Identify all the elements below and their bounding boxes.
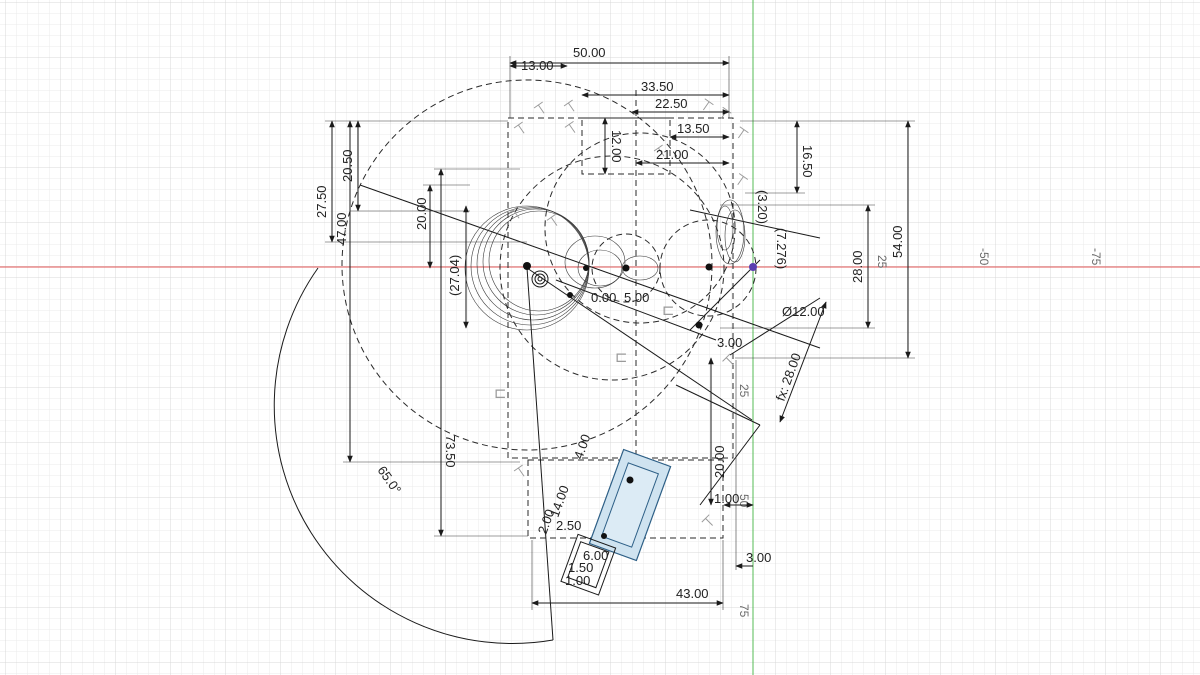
- dim-28[interactable]: 28.00: [850, 250, 865, 283]
- dense-cluster-center: [564, 235, 626, 289]
- profile-fill-inner: [600, 462, 660, 548]
- point-right-center[interactable]: [705, 263, 713, 271]
- small-rect-b: [567, 541, 610, 589]
- dim-13[interactable]: 13.00: [521, 58, 554, 73]
- dim-54[interactable]: 54.00: [890, 225, 905, 258]
- dim-1-5[interactable]: 1.50: [568, 560, 593, 575]
- dim-22-5[interactable]: 22.50: [655, 96, 688, 111]
- axis-label-h-25: 25: [875, 255, 889, 269]
- small-spiral-a: [531, 270, 549, 288]
- small-spiral-b: [534, 273, 546, 285]
- point-origin[interactable]: [749, 263, 757, 271]
- dim-7-276[interactable]: (7.276): [774, 228, 789, 269]
- dim-43[interactable]: 43.00: [676, 586, 709, 601]
- dim-0-00[interactable]: 0.00: [591, 290, 616, 305]
- lower-small-rects: [560, 533, 617, 596]
- dim-1-low[interactable]: 1.00: [565, 573, 590, 588]
- point-center-dot[interactable]: [583, 265, 589, 271]
- dim-3-bottom[interactable]: 3.00: [746, 550, 771, 565]
- diagonal-line-lower: [526, 267, 753, 421]
- small-spiral-c: [537, 276, 543, 282]
- constraint-icon[interactable]: ⊏: [662, 301, 675, 319]
- dim-2-5[interactable]: 2.50: [556, 518, 581, 533]
- dimension-texts: 50.00 13.00 33.50 22.50 13.50 21.00 12.0…: [314, 45, 905, 601]
- slot-line-a: [689, 209, 821, 239]
- point-left-center[interactable]: [523, 262, 531, 270]
- small-rect-a: [560, 533, 617, 596]
- point-lower[interactable]: [695, 321, 703, 329]
- axis-label-v-25: 25: [737, 384, 751, 398]
- coil-circle-inner: [488, 210, 590, 312]
- fx-dim-line: [689, 259, 761, 331]
- point-mid-center[interactable]: [622, 264, 630, 272]
- angle-arc-65: [273, 267, 554, 644]
- lower-leg-a: [675, 384, 761, 426]
- selected-profile[interactable]: [588, 448, 672, 562]
- upper-dashed-rect: [507, 117, 734, 459]
- axis-label-h-75: -75: [1089, 248, 1103, 266]
- dim-20-5[interactable]: 20.50: [340, 149, 355, 182]
- dim-3-2[interactable]: (3.20): [755, 190, 770, 224]
- dim-50[interactable]: 50.00: [573, 45, 606, 60]
- dim-20-right[interactable]: 20.00: [712, 445, 727, 478]
- constraint-icon[interactable]: ⊏: [615, 348, 628, 366]
- mid-construction-circle: [499, 155, 725, 381]
- dim-27-5[interactable]: 27.50: [314, 185, 329, 218]
- top-small-dashed-rect: [581, 117, 671, 175]
- dim-13-5[interactable]: 13.50: [677, 121, 710, 136]
- dense-cluster-right-3: [716, 205, 734, 251]
- dim-12[interactable]: 12.00: [609, 130, 624, 163]
- dense-cluster-center-3: [621, 255, 659, 281]
- point-bottom-left[interactable]: [601, 533, 607, 539]
- dim-1-right[interactable]: 1.00: [714, 491, 739, 506]
- dim-21[interactable]: 21.00: [656, 147, 689, 162]
- dim-line-fx28: [779, 301, 827, 423]
- dim-diameter-12[interactable]: Ø12.00: [782, 304, 825, 319]
- dimension-lines: [325, 56, 915, 610]
- dim-27-04[interactable]: (27.04): [447, 255, 462, 296]
- dim-5-mid[interactable]: 5.00: [624, 290, 649, 305]
- dim-73-5[interactable]: 73.50: [443, 435, 458, 468]
- dim-33-5[interactable]: 33.50: [641, 79, 674, 94]
- point-bottom[interactable]: [626, 476, 634, 484]
- axis-label-h-50: -50: [977, 248, 991, 266]
- center-construction-circle: [591, 233, 661, 303]
- point-left-dot[interactable]: [567, 292, 573, 298]
- axis-label-v-75: 75: [737, 604, 751, 618]
- dim-6[interactable]: 6.00: [583, 548, 608, 563]
- constraint-icon[interactable]: ⊏: [494, 384, 507, 402]
- dense-cluster-right: [715, 199, 745, 265]
- dim-3-mid[interactable]: 3.00: [717, 335, 742, 350]
- large-construction-circle: [341, 79, 713, 451]
- dim-16-5[interactable]: 16.50: [800, 145, 815, 178]
- diagonal-line-left: [359, 184, 821, 349]
- dim-47[interactable]: 47.00: [334, 212, 349, 245]
- dim-20-left[interactable]: 20.00: [414, 197, 429, 230]
- dense-cluster-right-2: [724, 209, 746, 263]
